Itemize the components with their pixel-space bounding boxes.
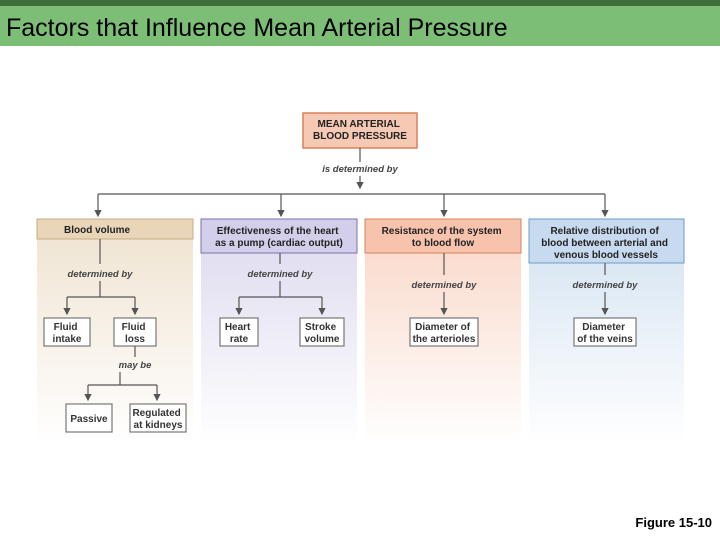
box-stroke-volume xyxy=(299,317,345,347)
header-box-cardiac-output xyxy=(200,218,358,254)
box-heart-rate xyxy=(219,317,259,347)
box-diameter-arterioles-label: Diameter of the arterioles xyxy=(413,322,476,345)
box-stroke-volume-label: Stroke volume xyxy=(304,322,339,345)
connector-is-determined-by: is determined by xyxy=(322,164,398,175)
box-diameter-arterioles xyxy=(409,317,479,347)
box-passive-label: Passive xyxy=(70,414,108,425)
determined-by-label: determined by xyxy=(248,269,314,280)
box-passive xyxy=(65,403,113,433)
box-fluid-intake-label: Fluid intake xyxy=(53,322,82,345)
header-distribution: Relative distribution of blood between a… xyxy=(541,226,670,261)
determined-by-label: determined by xyxy=(68,269,134,280)
top-box-mean-arterial-pressure xyxy=(302,112,418,149)
box-heart-rate-label: Heart rate xyxy=(225,322,253,345)
box-regulated-at-kidneys-label: Regulated at kidneys xyxy=(132,408,183,431)
box-diameter-veins-label: Diameter of the veins xyxy=(577,322,633,345)
may-be-label: may be xyxy=(119,360,152,371)
box-diameter-veins xyxy=(573,317,637,347)
header-box-blood-volume xyxy=(36,218,194,240)
box-regulated-at-kidneys xyxy=(129,403,187,433)
box-fluid-loss-label: Fluid loss xyxy=(122,322,149,345)
box-fluid-intake xyxy=(43,317,91,347)
determined-by-label: determined by xyxy=(573,280,639,291)
header-resistance: Resistance of the system to blood flow xyxy=(382,226,505,249)
header-blood-volume: Blood volume xyxy=(64,225,131,236)
title-bar: Factors that Influence Mean Arterial Pre… xyxy=(0,0,720,46)
slide-title: Factors that Influence Mean Arterial Pre… xyxy=(6,14,508,42)
figure-label: Figure 15-10 xyxy=(635,515,712,530)
header-box-resistance xyxy=(364,218,522,254)
top-box-label: MEAN ARTERIAL BLOOD PRESSURE xyxy=(313,119,407,142)
determined-by-label: determined by xyxy=(412,280,478,291)
header-box-distribution xyxy=(528,218,685,264)
header-cardiac-output: Effectiveness of the heart as a pump (ca… xyxy=(215,226,343,249)
